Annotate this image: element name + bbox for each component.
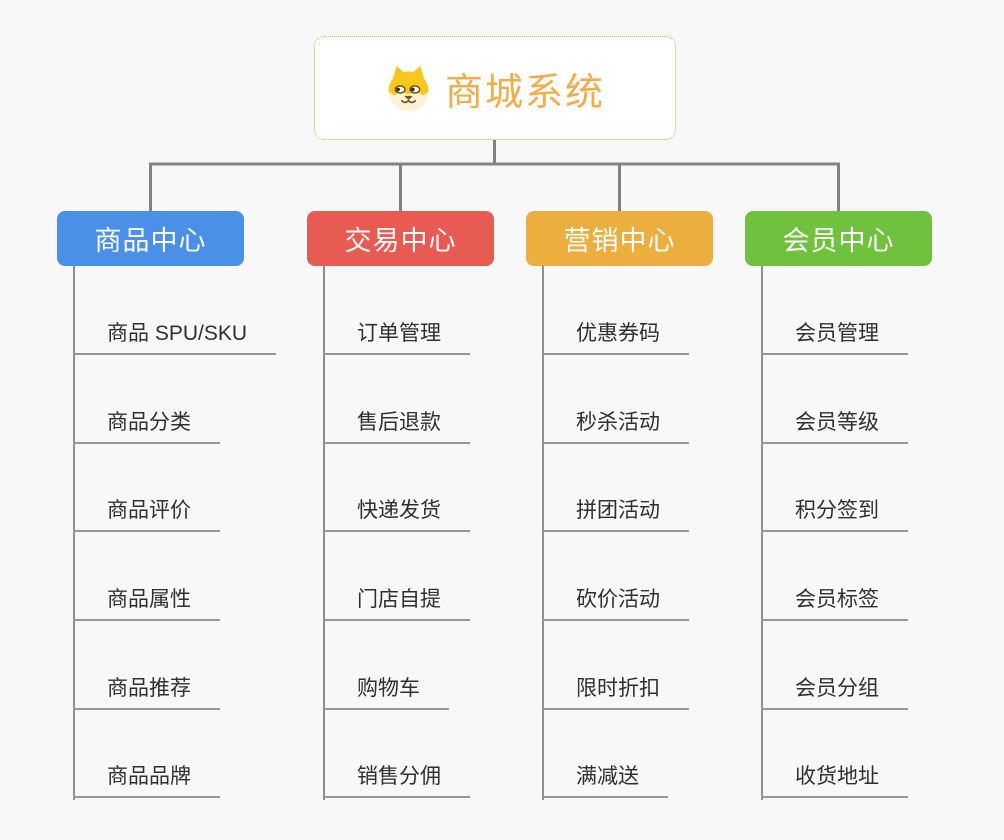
root-title: 商城系统 — [444, 71, 605, 114]
leaf-item[interactable]: 销售分佣 — [323, 762, 470, 798]
leaf-item[interactable]: 售后退款 — [323, 408, 470, 444]
branch-product-center[interactable]: 商品中心 — [57, 211, 244, 266]
dog-face-icon — [388, 65, 429, 112]
branch-label: 交易中心 — [344, 226, 457, 256]
leaf-item[interactable]: 满减送 — [542, 762, 668, 798]
branch-marketing-center[interactable]: 营销中心 — [526, 211, 713, 266]
leaf-item[interactable]: 商品属性 — [73, 585, 220, 621]
leaf-item[interactable]: 商品分类 — [73, 408, 220, 444]
root-node[interactable]: 商城系统 — [314, 36, 676, 140]
branch-spine — [542, 266, 544, 800]
branch-label: 商品中心 — [94, 226, 207, 256]
leaf-item[interactable]: 积分签到 — [761, 496, 908, 532]
leaf-item[interactable]: 商品 SPU/SKU — [73, 319, 277, 355]
branch-label: 会员中心 — [782, 226, 895, 256]
leaf-item[interactable]: 会员等级 — [761, 408, 908, 444]
leaf-item[interactable]: 门店自提 — [323, 585, 470, 621]
leaf-item[interactable]: 购物车 — [323, 674, 449, 710]
leaf-item[interactable]: 限时折扣 — [542, 674, 689, 710]
leaf-item[interactable]: 收货地址 — [761, 762, 908, 798]
leaf-item[interactable]: 订单管理 — [323, 319, 470, 355]
leaf-item[interactable]: 砍价活动 — [542, 585, 689, 621]
leaf-item[interactable]: 商品推荐 — [73, 674, 220, 710]
leaf-item[interactable]: 秒杀活动 — [542, 408, 689, 444]
leaf-item[interactable]: 快递发货 — [323, 496, 470, 532]
branch-spine — [323, 266, 325, 800]
leaf-item[interactable]: 拼团活动 — [542, 496, 689, 532]
branch-spine — [761, 266, 763, 800]
leaf-item[interactable]: 商品品牌 — [73, 762, 220, 798]
branch-spine — [73, 266, 75, 800]
branch-label: 营销中心 — [563, 226, 676, 256]
leaf-item[interactable]: 会员管理 — [761, 319, 908, 355]
leaf-item[interactable]: 商品评价 — [73, 496, 220, 532]
branch-member-center[interactable]: 会员中心 — [745, 211, 932, 266]
leaf-item[interactable]: 优惠券码 — [542, 319, 689, 355]
leaf-item[interactable]: 会员标签 — [761, 585, 908, 621]
leaf-item[interactable]: 会员分组 — [761, 674, 908, 710]
branch-trade-center[interactable]: 交易中心 — [307, 211, 494, 266]
